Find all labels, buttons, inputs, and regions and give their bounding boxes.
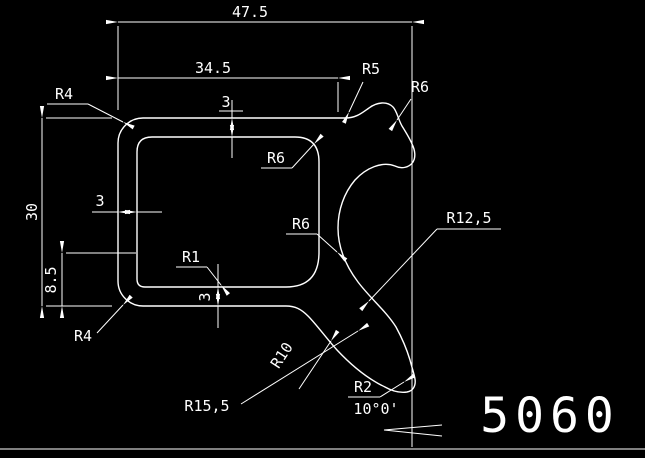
dim-wall-top-text: 3 — [221, 93, 230, 111]
leader-r10 — [298, 329, 340, 390]
leader-r4-top — [87, 103, 135, 130]
linear-dimensions: 47.5 34.5 30 8.5 3 3 3 — [23, 3, 424, 447]
profile-outline — [117, 102, 416, 393]
leader-r12-5 — [359, 228, 438, 312]
leader-r5 — [342, 81, 364, 124]
leader-r1 — [206, 266, 231, 296]
dim-overall-height-text: 30 — [23, 203, 41, 221]
profile-outer-contour — [117, 102, 416, 393]
label-r15-5: R15,5 — [184, 397, 229, 415]
leader-r2 — [379, 373, 416, 398]
leader-r6-neck — [388, 98, 412, 132]
leader-r6-waist — [316, 233, 348, 262]
angle-line-b — [383, 424, 443, 431]
label-r4-top: R4 — [55, 85, 73, 103]
angle-line-a — [383, 429, 443, 437]
label-r1: R1 — [182, 248, 200, 266]
dim-wall-bottom-text: 3 — [196, 292, 214, 301]
dim-overall-width-text: 47.5 — [232, 3, 268, 21]
radius-leaders: R4 R5 R6 R6 R6 R12,5 R1 R4 R15,5 R10 — [47, 60, 501, 437]
title-block: 5060 — [480, 388, 620, 444]
label-r12-5: R12,5 — [446, 209, 491, 227]
part-number-text: 5060 — [480, 388, 620, 444]
label-r6-neck: R6 — [411, 78, 429, 96]
label-tip-angle: 10°0' — [353, 400, 398, 418]
leader-r15-5 — [240, 322, 370, 405]
dim-lower-height-text: 8.5 — [42, 266, 60, 293]
label-r5: R5 — [362, 60, 380, 78]
label-r10: R10 — [267, 339, 297, 372]
dim-wall-left-text: 3 — [95, 192, 104, 210]
leader-r6-cavity-top — [291, 133, 324, 169]
label-r4-bottom: R4 — [74, 327, 92, 345]
label-r6-cavity-top: R6 — [267, 149, 285, 167]
leader-r4-bottom — [96, 294, 133, 334]
label-r2: R2 — [354, 378, 372, 396]
label-r6-waist: R6 — [292, 215, 310, 233]
profile-inner-cavity — [136, 136, 320, 288]
dim-body-width-text: 34.5 — [195, 59, 231, 77]
